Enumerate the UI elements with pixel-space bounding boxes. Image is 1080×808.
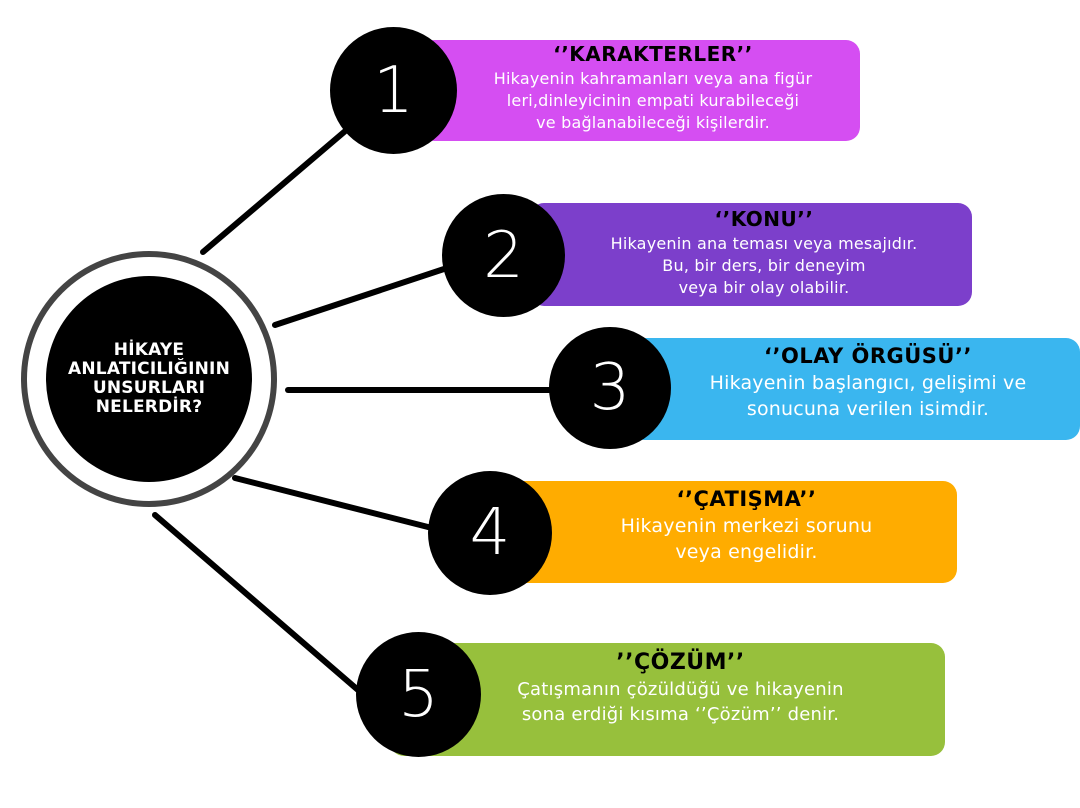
item-title-3: ‘’OLAY ÖRGÜSÜ’’ [764, 344, 972, 368]
item-number-2: 2 [442, 194, 565, 317]
item-description-2: Hikayenin ana teması veya mesajıdır. Bu,… [610, 234, 918, 297]
item-description-4: Hikayenin merkezi sorunu veya engelidir. [620, 515, 873, 563]
item-description-1: Hikayenin kahramanları veya ana figür le… [493, 69, 813, 132]
connector-line-2 [272, 265, 450, 328]
connector-line-5 [152, 512, 361, 693]
hub-title: HİKAYE ANLATICILIĞININ UNSURLARI NELERDİ… [68, 340, 230, 417]
item-number-1: 1 [330, 27, 457, 154]
item-card-5: ’’ÇÖZÜM’’ Çatışmanın çözüldüğü ve hikaye… [390, 643, 945, 756]
item-title-5: ’’ÇÖZÜM’’ [616, 650, 745, 675]
item-title-1: ‘’KARAKTERLER’’ [553, 42, 753, 66]
connector-line-1 [200, 124, 353, 255]
item-number-4: 4 [428, 471, 552, 595]
connector-line-4 [232, 475, 431, 530]
item-card-2: ‘’KONU’’ Hikayenin ana teması veya mesaj… [530, 203, 972, 306]
hub-circle: HİKAYE ANLATICILIĞININ UNSURLARI NELERDİ… [46, 276, 252, 482]
item-card-3: ‘’OLAY ÖRGÜSÜ’’ Hikayenin başlangıcı, ge… [630, 338, 1080, 440]
item-number-5: 5 [356, 632, 481, 757]
item-title-2: ‘’KONU’’ [714, 207, 814, 231]
item-card-4: ‘’ÇATIŞMA’’ Hikayenin merkezi sorunu vey… [510, 481, 957, 583]
item-title-4: ‘’ÇATIŞMA’’ [676, 487, 817, 511]
item-description-5: Çatışmanın çözüldüğü ve hikayenin sona e… [517, 679, 844, 725]
item-number-3: 3 [549, 327, 671, 449]
item-card-1: ‘’KARAKTERLER’’ Hikayenin kahramanları v… [420, 40, 860, 141]
item-description-3: Hikayenin başlangıcı, gelişimi ve sonucu… [709, 372, 1027, 420]
